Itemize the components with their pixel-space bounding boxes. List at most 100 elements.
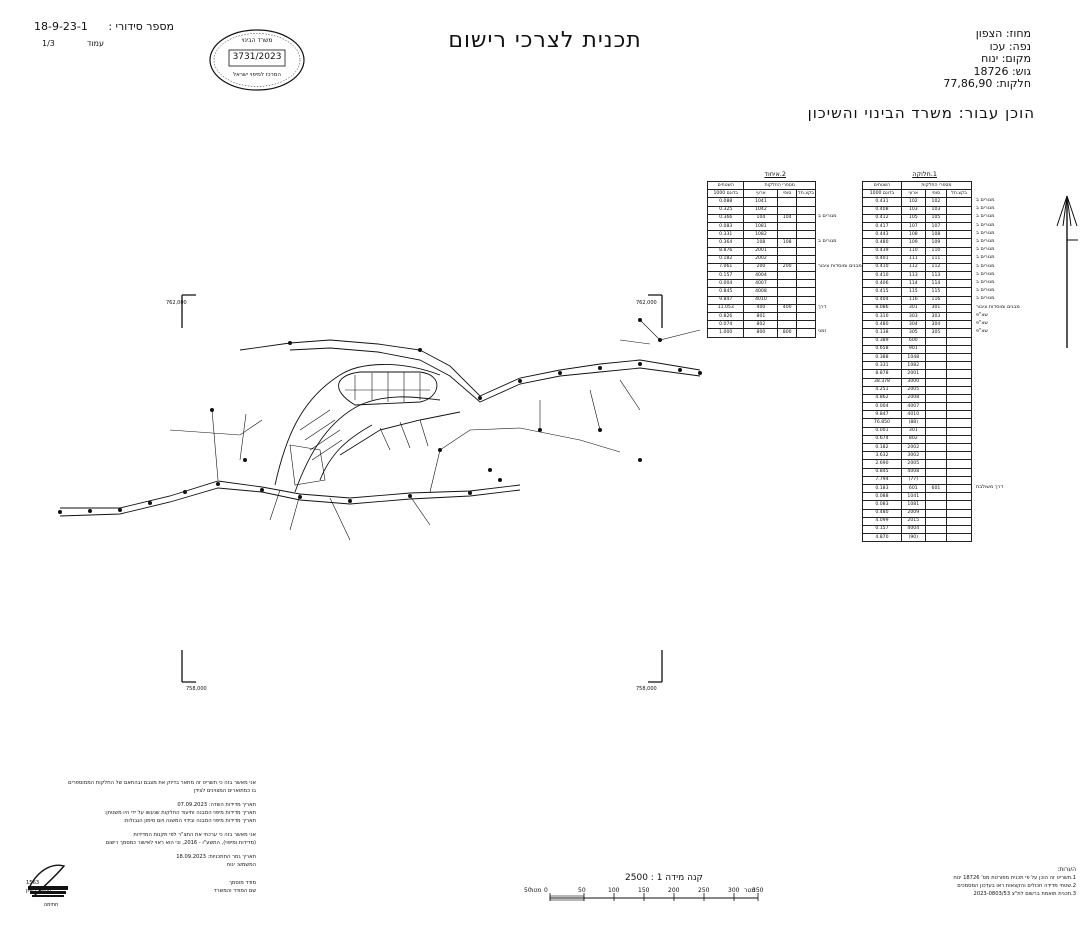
table-cell: 802 [900, 434, 926, 445]
table-cell [946, 262, 972, 273]
table-cell [924, 410, 948, 420]
land-use-label: מגורים ב [976, 295, 995, 302]
table-cell: 305 [900, 328, 926, 338]
table-cell: 0.408 [862, 205, 902, 215]
site-label: המשמש: [236, 862, 256, 868]
table-cell: 305 [924, 328, 948, 338]
header-col: בקצ.חל [946, 189, 972, 199]
left-table-title: 2.איחוד [764, 170, 786, 178]
scale-tick-label: 250 [698, 887, 710, 894]
table-cell: 600 [900, 336, 926, 346]
table-cell [924, 344, 948, 354]
table-cell: 4.862 [862, 393, 902, 404]
land-use-label: מגורים ב [976, 229, 995, 236]
declaration-line: אני מאשר בזה כי תשריט זה מתאר בדיוק את מ… [68, 780, 256, 786]
table-cell: 0.406 [862, 279, 902, 289]
table-cell: 4.870 [862, 533, 902, 543]
table-cell: 2008 [900, 393, 926, 404]
table-cell [924, 508, 948, 518]
table-cell [924, 492, 948, 502]
table-cell: 0.658 [862, 344, 902, 354]
corner-marks [181, 294, 663, 683]
table-cell: 116 [924, 295, 948, 305]
location-district: מחוז: הצפון [975, 27, 1031, 40]
table-cell: 111 [900, 254, 926, 264]
table-cell [777, 197, 797, 207]
table-cell: 1082 [743, 230, 779, 240]
table-cell: 3000 [900, 377, 926, 387]
table-cell: 102 [924, 197, 948, 207]
table-cell: 800 [743, 328, 779, 338]
table-cell: 113 [924, 271, 948, 281]
stamp-number: 3731/2023 [232, 52, 282, 62]
coord-label-top-right: 762,000 [636, 300, 657, 306]
table-cell: 1082 [900, 361, 926, 371]
table-cell: 116 [900, 295, 926, 305]
table-cell [924, 402, 948, 412]
table-cell: 301 [924, 303, 948, 314]
table-cell: 0.083 [706, 221, 745, 232]
land-use-label: מגורים ב [976, 287, 995, 294]
table-cell: 0.480 [862, 508, 902, 518]
page-label: עמוד [87, 39, 104, 48]
scale-tick-label: 50 [578, 887, 586, 894]
table-cell [777, 287, 797, 297]
table-cell: 0.674 [862, 434, 902, 445]
table-cell: 0.157 [706, 271, 745, 281]
table-cell [924, 467, 948, 477]
table-cell: 109 [924, 238, 948, 248]
table-cell: 0.325 [706, 205, 745, 215]
table-cell: 110 [900, 246, 926, 256]
table-cell [946, 246, 972, 256]
table-cell [796, 221, 816, 232]
land-use-label: מגורים ב [818, 213, 837, 220]
surveyor-declarations: אני מאשר בזה כי תשריט זה מתאר בדיוק את מ… [26, 779, 256, 895]
land-use-label: דרך משולבת [976, 484, 1004, 490]
table-cell: 2002 [900, 442, 926, 453]
serial-block: 18-9-23-1 מספר סידורי : 1/3 עמוד [34, 20, 174, 48]
table-cell: 103 [900, 205, 926, 215]
table-cell [796, 262, 816, 273]
table-cell: 0.845 [862, 467, 902, 477]
table-cell: 303 [900, 311, 926, 322]
note-item: 1.תשריט זה הוכן על פי תכנית מפורטת מס' 1… [953, 875, 1076, 881]
table-cell: 115 [900, 287, 926, 297]
surveyor-name-label: מודד מוסמך [229, 880, 256, 886]
table-cell: 104 [743, 213, 779, 223]
north-arrow-icon [1056, 195, 1078, 348]
land-use-label: מגורים ב [818, 238, 837, 244]
table-cell [946, 524, 972, 535]
header-col: סופי [924, 189, 948, 199]
table-cell: 0.439 [862, 246, 902, 256]
table-cell: 0.404 [862, 295, 902, 305]
table-cell [796, 287, 816, 297]
table-cell [946, 442, 972, 453]
subdivision-table: השטחים מספרי החלקות בדונם 1000 ארעי סופי… [862, 180, 973, 543]
header-parcel-numbers: מספרי החלקות [743, 180, 816, 191]
table-cell: 2.690 [862, 459, 902, 469]
declaration-line: תאריך מדידות מיפוי המבנה ובידוי המשנה וי… [123, 818, 256, 824]
table-cell [777, 254, 797, 264]
table-cell: 4007 [900, 402, 926, 412]
land-use-label: מגורים ב [976, 197, 995, 203]
table-row: 4.870(90) [862, 533, 972, 543]
table-cell [796, 197, 816, 207]
header-area: השטחים [706, 180, 745, 191]
table-cell [946, 336, 972, 346]
table-cell [946, 279, 972, 289]
table-cell: 3002 [900, 451, 926, 461]
header-area: השטחים [862, 180, 902, 191]
table-cell: 8.878 [862, 369, 902, 379]
table-cell [924, 434, 948, 445]
table-cell [796, 311, 816, 322]
table-cell [796, 295, 816, 305]
